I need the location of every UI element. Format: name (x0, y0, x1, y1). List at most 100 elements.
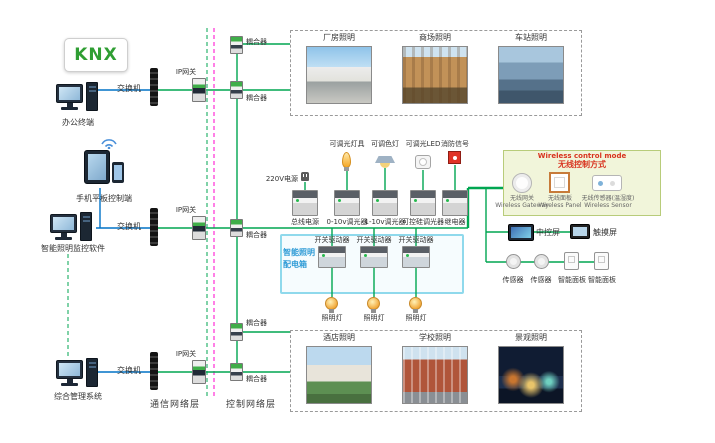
ip-gateway-icon-3 (192, 360, 206, 384)
power-label: 220V电源 (265, 175, 298, 183)
smart-panel-icon-1 (564, 252, 579, 270)
photo-school-lighting (402, 346, 468, 404)
bottom-photo-label-1: 酒店照明 (323, 333, 355, 342)
coupler-icon-2 (230, 81, 243, 99)
module-label-5: 继电器 (444, 218, 466, 226)
bus-power-module-icon (292, 190, 318, 216)
wireless-sensor-icon (592, 175, 622, 191)
terminal-office-label: 办公终端 (62, 118, 94, 127)
wireless-gateway-icon (512, 173, 532, 193)
photo-station-lighting (498, 46, 564, 104)
smart-panel-label-2: 智能面板 (588, 276, 616, 284)
photo-mall-lighting (402, 46, 468, 104)
sensor-icon-2 (534, 254, 549, 269)
triac-dimmer-module-icon (410, 190, 436, 216)
switch-label-1: 交换机 (117, 84, 141, 93)
load-fire-signal-label: 消防信号 (441, 140, 469, 148)
relay-module-icon (442, 190, 468, 216)
driver-label-3: 开关驱动器 (398, 236, 434, 244)
lamp-icon-3 (409, 297, 422, 313)
module-label-4: 可控硅调光器 (402, 218, 444, 226)
load-led-label: 可调光LED (405, 140, 441, 148)
switch-driver-icon-3 (402, 246, 430, 268)
switch-icon-1 (150, 68, 158, 106)
management-pc-icon (56, 358, 100, 390)
dimmer-1-10v-module-icon (372, 190, 398, 216)
driver-label-2: 开关驱动器 (356, 236, 392, 244)
coupler-label-2: 耦合器 (246, 94, 267, 102)
lamp-icon-2 (367, 297, 380, 313)
lamp-label-1: 照明灯 (321, 314, 343, 322)
touch-screen-icon (570, 224, 590, 239)
touch-screen-label: 触摸屏 (593, 228, 617, 237)
photo-hotel-lighting (306, 346, 372, 404)
layer-label-communication: 通信网络层 (149, 400, 200, 410)
load-dimmable-lamp-label: 可调光灯具 (329, 140, 365, 148)
wireless-title-en: Wireless control mode (537, 152, 627, 160)
terminal-monitor-software-label: 智能照明监控软件 (41, 244, 105, 253)
wireless-panel-icon (549, 172, 570, 193)
coupler-icon-1 (230, 36, 243, 54)
ip-gateway-icon-1 (192, 78, 206, 102)
ip-gateway-label-2: IP网关 (175, 206, 197, 214)
driver-label-1: 开关驱动器 (314, 236, 350, 244)
terminal-mobile-label: 手机平板控制端 (76, 194, 132, 203)
coupler-icon-3 (230, 219, 243, 237)
module-label-1: 总线电源 (291, 218, 319, 226)
phone-icon (112, 162, 124, 183)
sensor-label-1: 传感器 (502, 276, 524, 284)
layer-label-control: 控制网络层 (225, 400, 276, 410)
bottom-photo-label-2: 学校照明 (419, 333, 451, 342)
top-photo-label-2: 商场照明 (419, 33, 451, 42)
wireless-panel-label-en: Wireless Panel (538, 202, 582, 209)
coupler-label-1: 耦合器 (246, 38, 267, 46)
switch-icon-2 (150, 208, 158, 246)
office-pc-icon (56, 82, 100, 114)
switch-label-2: 交换机 (117, 222, 141, 231)
central-screen-label: 中控屏 (536, 228, 560, 237)
wireless-gateway-label-cn: 无线网关 (509, 195, 534, 202)
switch-driver-icon-1 (318, 246, 346, 268)
fire-alarm-icon (448, 151, 461, 164)
dimmable-lamp-icon (342, 152, 351, 171)
distribution-box-title-line2: 配电箱 (283, 260, 307, 269)
ip-gateway-label-3: IP网关 (175, 350, 197, 358)
ip-gateway-icon-2 (192, 216, 206, 240)
knx-logo: KNX (64, 38, 128, 72)
top-photo-label-1: 厂房照明 (323, 33, 355, 42)
smart-panel-label-1: 智能面板 (558, 276, 586, 284)
coupler-icon-5 (230, 363, 243, 381)
sensor-label-2: 传感器 (530, 276, 552, 284)
module-label-3: 1-10v调光器 (364, 218, 406, 226)
wireless-title-cn: 无线控制方式 (558, 160, 606, 169)
central-screen-icon (508, 224, 534, 241)
coupler-label-5: 耦合器 (246, 375, 267, 383)
coupler-icon-4 (230, 323, 243, 341)
power-plug-icon (301, 172, 309, 181)
wireless-sensor-label-cn: 无线传感器(温湿度) (581, 195, 635, 202)
coupler-label-3: 耦合器 (246, 231, 267, 239)
lamp-label-3: 照明灯 (405, 314, 427, 322)
dimmer-0-10v-module-icon-1 (334, 190, 360, 216)
lamp-label-2: 照明灯 (363, 314, 385, 322)
wireless-gateway-label-en: Wireless Gateway (495, 202, 549, 209)
terminal-management-label: 综合管理系统 (54, 392, 102, 401)
wifi-icon (101, 139, 117, 149)
photo-landscape-lighting (498, 346, 564, 404)
ip-gateway-label-1: IP网关 (175, 68, 197, 76)
photo-factory-lighting (306, 46, 372, 104)
wireless-sensor-label-en: Wireless Sensor (584, 202, 632, 209)
monitor-pc-icon (50, 212, 94, 244)
module-label-2: 0-10v调光器 (326, 218, 368, 226)
led-downlight-icon (415, 155, 431, 169)
top-photo-label-3: 车站照明 (515, 33, 547, 42)
tablet-icon (84, 150, 110, 184)
switch-icon-3 (150, 352, 158, 390)
lamp-icon-1 (325, 297, 338, 313)
distribution-box-title-line1: 智能照明 (283, 248, 315, 257)
wireless-panel-label-cn: 无线面板 (547, 195, 572, 202)
color-lamp-icon (375, 156, 395, 168)
switch-label-3: 交换机 (117, 366, 141, 375)
